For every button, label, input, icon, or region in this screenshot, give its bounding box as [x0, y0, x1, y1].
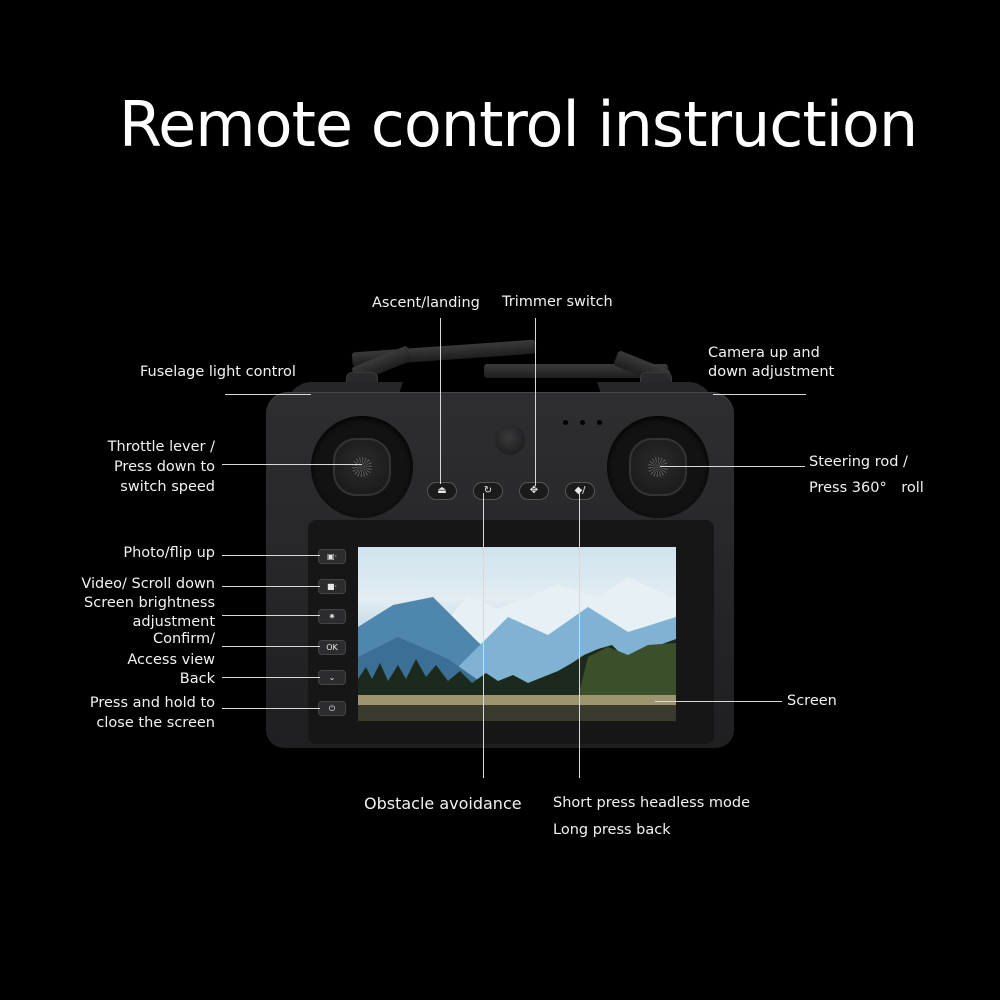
- label-power-1: Press and hold to: [89, 695, 215, 711]
- leader-line: [222, 615, 320, 616]
- label-video: Video/ Scroll down: [81, 576, 215, 592]
- leader-line: [222, 586, 320, 587]
- video-camera-icon: ■·: [326, 581, 338, 591]
- label-photo: Photo/flip up: [123, 545, 215, 561]
- leader-line: [222, 555, 320, 556]
- leader-line: [660, 466, 805, 467]
- leader-line: [222, 708, 320, 709]
- ok-icon: OK: [326, 642, 338, 652]
- label-throttle-2: Press down to: [113, 459, 215, 475]
- leader-line: [222, 646, 320, 647]
- indicator-dot: [580, 420, 585, 425]
- label-obstacle-avoidance: Obstacle avoidance: [364, 794, 522, 813]
- headless-mode-icon: ◆/: [574, 485, 586, 496]
- label-confirm-2: Access view: [127, 652, 215, 668]
- mountain-landscape-image: [358, 577, 676, 721]
- leader-line: [225, 394, 311, 395]
- leader-line: [579, 493, 580, 778]
- display-screen: [358, 547, 676, 721]
- leader-line: [655, 701, 782, 702]
- label-throttle-1: Throttle lever /: [107, 439, 215, 455]
- takeoff-landing-icon: ⏏: [437, 485, 447, 496]
- left-joystick-cap: [333, 438, 391, 496]
- power-knob[interactable]: [495, 425, 525, 455]
- right-joystick-cap: [629, 438, 687, 496]
- crosshair-icon: ✥: [529, 485, 539, 496]
- label-fuselage-light: Fuselage light control: [140, 364, 296, 380]
- indicator-dot: [597, 420, 602, 425]
- label-headless-2: Long press back: [553, 822, 671, 838]
- brightness-button[interactable]: ✷: [318, 609, 346, 624]
- leader-line: [222, 677, 320, 678]
- obstacle-avoidance-button[interactable]: ↻: [473, 482, 503, 500]
- leader-line: [535, 318, 536, 486]
- leader-line: [440, 318, 441, 484]
- chevron-down-icon: ⌄: [328, 672, 336, 682]
- label-brightness-1: Screen brightness: [84, 595, 215, 611]
- label-trimmer-switch: Trimmer switch: [502, 294, 613, 310]
- label-headless-1: Short press headless mode: [553, 795, 750, 811]
- label-confirm-1: Confirm/: [152, 631, 215, 647]
- label-throttle-3: switch speed: [120, 479, 215, 495]
- power-button[interactable]: ⏻: [318, 701, 346, 716]
- leader-line: [713, 394, 806, 395]
- label-camera-adjust-1: Camera up and: [708, 345, 820, 361]
- label-back: Back: [179, 671, 215, 687]
- trimmer-button[interactable]: ✥: [519, 482, 549, 500]
- label-brightness-2: adjustment: [132, 614, 215, 630]
- left-joystick-core-icon: [352, 457, 372, 477]
- camera-icon: ▣·: [326, 551, 338, 561]
- sun-icon: ✷: [328, 611, 336, 621]
- back-button[interactable]: ⌄: [318, 670, 346, 685]
- leader-line: [222, 464, 362, 465]
- video-button[interactable]: ■·: [318, 579, 346, 594]
- label-steering-2: Press 360° roll: [809, 480, 924, 496]
- power-icon: ⏻: [328, 703, 336, 713]
- indicator-dot: [563, 420, 568, 425]
- label-steering-1: Steering rod /: [809, 454, 908, 470]
- rotate-icon: ↻: [483, 485, 493, 496]
- label-power-2: close the screen: [96, 715, 215, 731]
- ok-button[interactable]: OK: [318, 640, 346, 655]
- leader-line: [483, 493, 484, 778]
- headless-button[interactable]: ◆/: [565, 482, 595, 500]
- label-screen: Screen: [787, 693, 837, 709]
- ascent-landing-button[interactable]: ⏏: [427, 482, 457, 500]
- left-joystick[interactable]: [311, 416, 413, 518]
- right-joystick-core-icon: [648, 457, 668, 477]
- page-title: Remote control instruction: [118, 88, 918, 161]
- label-ascent-landing: Ascent/landing: [372, 295, 480, 311]
- right-joystick[interactable]: [607, 416, 709, 518]
- photo-button[interactable]: ▣·: [318, 549, 346, 564]
- label-camera-adjust-2: down adjustment: [708, 364, 835, 380]
